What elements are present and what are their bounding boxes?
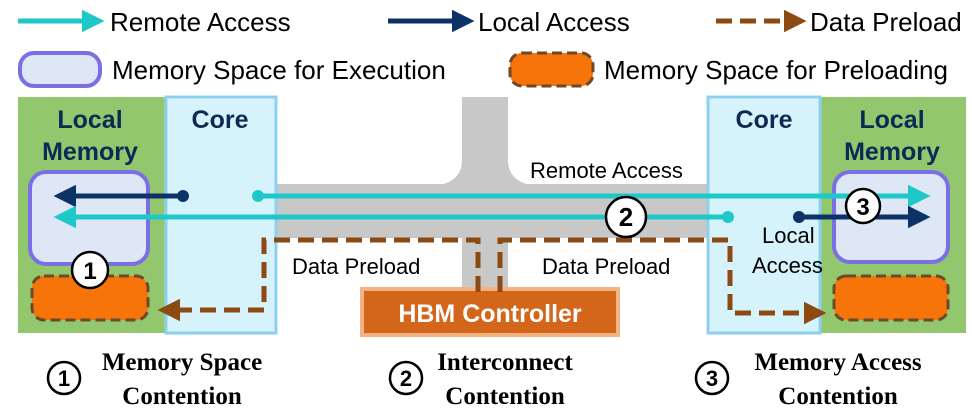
right-local-memory-title-line1: Local: [859, 106, 924, 134]
remote-access-origin-left: [252, 190, 264, 202]
remote-access-origin-right: [722, 211, 734, 223]
right-preload-memory-block: [832, 274, 950, 322]
marker-3-badge: [844, 187, 882, 225]
caption-3-line2: Contention: [778, 383, 898, 410]
access-arrows: Remote Access Local Access: [53, 158, 931, 278]
caption-3-line1: Memory Access: [754, 349, 922, 376]
legend-preload-swatch-icon: [508, 51, 595, 88]
marker-2-badge: [604, 195, 648, 239]
caption-2-badge: [388, 360, 424, 396]
captions: 1 Memory Space Contention 2 Interconnect…: [46, 349, 922, 410]
local-access-label-line1: Local: [762, 223, 815, 248]
caption-1-badge: [46, 360, 82, 396]
right-local-access-origin: [793, 211, 805, 223]
left-local-memory-title-line2: Memory: [42, 138, 138, 166]
marker-1-number: 1: [83, 258, 96, 285]
legend-preloading-label: Memory Space for Preloading: [604, 55, 948, 85]
caption-2-number: 2: [400, 366, 412, 391]
hbm-controller-box: [360, 287, 620, 337]
preload-path-left: [157, 237, 481, 322]
remote-access-label: Remote Access: [530, 158, 683, 183]
preload-paths: Data Preload Data Preload: [157, 237, 827, 325]
legend: Remote Access Local Access Data Preload …: [18, 7, 962, 88]
caption-2-line1: Interconnect: [437, 349, 573, 376]
caption-3-number: 3: [706, 366, 718, 391]
left-local-memory-title-line1: Local: [57, 106, 122, 134]
caption-1-number: 1: [58, 366, 70, 391]
right-local-memory-title-line2: Memory: [844, 138, 940, 166]
hbm-controller: HBM Controller: [360, 287, 620, 337]
interconnect-center-hub: [440, 160, 530, 185]
preload-label-left: Data Preload: [292, 254, 420, 279]
legend-exec-label: Memory Space for Execution: [112, 55, 446, 85]
caption-3-badge: [694, 360, 730, 396]
legend-remote-label: Remote Access: [110, 7, 291, 37]
marker-3-number: 3: [856, 194, 869, 221]
hbm-controller-label: HBM Controller: [398, 300, 582, 328]
local-access-label-line2: Access: [752, 253, 823, 278]
marker-1-badge: [70, 250, 110, 290]
legend-preload-label: Data Preload: [810, 7, 962, 37]
preload-label-right: Data Preload: [542, 254, 670, 279]
legend-exec-swatch-icon: [18, 51, 102, 88]
interconnect-vertical-bus: [462, 97, 508, 167]
caption-2-line2: Contention: [445, 383, 565, 410]
marker-2-number: 2: [619, 202, 633, 232]
markers: 1 2 3: [70, 187, 882, 290]
caption-1-line1: Memory Space: [102, 349, 262, 376]
preload-path-right: [497, 237, 827, 325]
caption-1-line2: Contention: [122, 383, 242, 410]
legend-local-label: Local Access: [478, 7, 630, 37]
left-local-access-origin: [177, 190, 189, 202]
right-core-title: Core: [736, 106, 793, 134]
left-core-title: Core: [192, 106, 249, 134]
